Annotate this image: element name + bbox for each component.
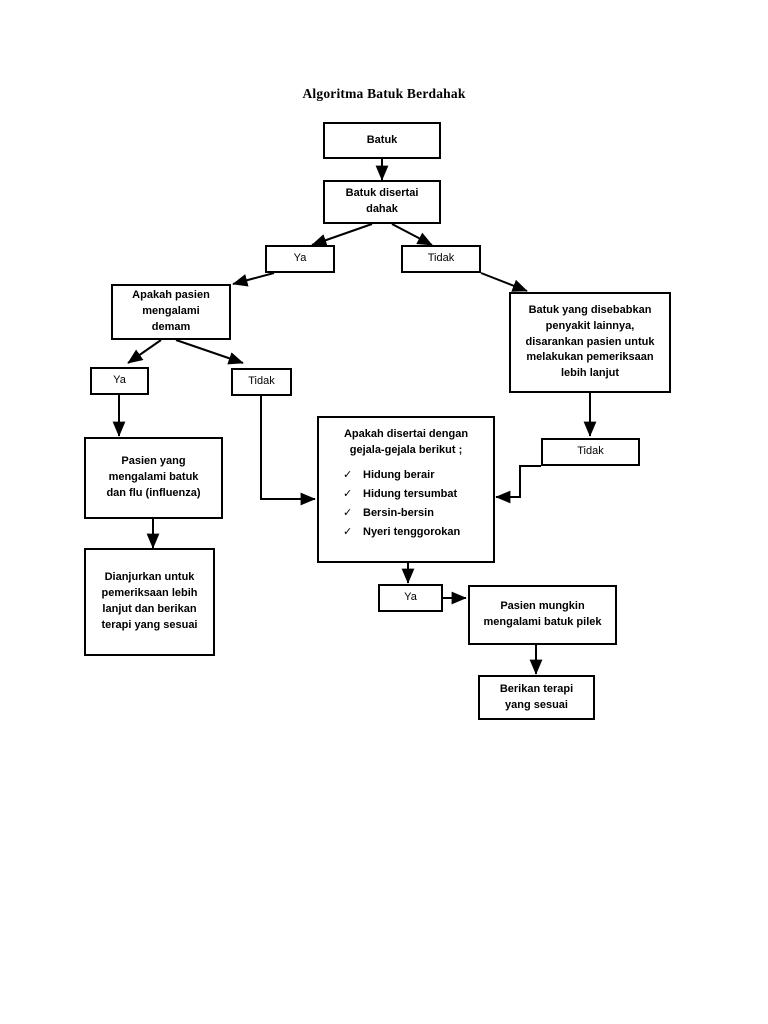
node-label-tidak-sputum[interactable]: Tidak <box>401 245 481 273</box>
node-other-line1: Batuk yang disebabkan <box>528 303 652 316</box>
edge-feverno-to-symptoms <box>260 396 316 506</box>
node-pasien-batuk-pilek[interactable]: Pasien mungkin mengalami batuk pilek <box>468 585 617 645</box>
node-influenza-line1: Pasien yang <box>121 455 186 468</box>
node-therapy-line2: yang sesuai <box>505 698 568 711</box>
list-item: ✓ Hidung berair <box>343 468 460 484</box>
node-label-ya-demam[interactable]: Ya <box>90 367 149 395</box>
edge-sputum-to-no <box>391 223 433 246</box>
node-fever-line2: mengalami <box>142 305 200 318</box>
node-berikan-terapi[interactable]: Berikan terapi yang sesuai <box>478 675 595 720</box>
node-other-line4: melakukan pemeriksaan <box>526 351 654 364</box>
node-symptoms-head-line1: Apakah disertai dengan <box>343 428 469 440</box>
page-title: Algoritma Batuk Berdahak <box>302 86 466 101</box>
node-pasien-batuk-flu[interactable]: Pasien yang mengalami batuk dan flu (inf… <box>84 437 223 519</box>
node-other-no-label: Tidak <box>577 445 604 458</box>
node-batuk[interactable]: Batuk <box>323 122 441 159</box>
check-icon: ✓ <box>343 506 353 519</box>
node-apakah-gejala-berikut[interactable]: Apakah disertai dengan gejala-gejala ber… <box>317 416 495 563</box>
node-recommend-line2: pemeriksaan lebih <box>101 587 198 600</box>
node-recommend-line3: lanjut dan berikan <box>102 603 197 615</box>
node-batuk-label: Batuk <box>366 133 398 146</box>
node-cold-line1: Pasien mungkin <box>500 600 585 613</box>
node-label-ya-sputum[interactable]: Ya <box>265 245 335 273</box>
edge-fever-to-yes <box>127 339 162 364</box>
node-label-ya-gejala[interactable]: Ya <box>378 584 443 612</box>
node-fever-no-label: Tidak <box>248 375 275 388</box>
symptom-list: ✓ Hidung berair ✓ Hidung tersumbat ✓ Ber… <box>343 468 460 544</box>
node-label-tidak-demam[interactable]: Tidak <box>231 368 292 396</box>
edge-sputum-to-yes <box>311 223 373 247</box>
node-label-tidak-penyakit-lain[interactable]: Tidak <box>541 438 640 466</box>
node-batuk-penyakit-lainnya[interactable]: Batuk yang disebabkan penyakit lainnya, … <box>509 292 671 393</box>
node-fever-line3: demam <box>151 320 191 333</box>
node-recommend-line1: Dianjurkan untuk <box>104 571 195 584</box>
node-symptoms-yes-label: Ya <box>404 591 417 604</box>
list-item: ✓ Nyeri tenggorokan <box>343 525 460 541</box>
symptom-label: Hidung berair <box>363 468 435 481</box>
node-influenza-line3: dan flu (influenza) <box>106 486 201 499</box>
node-symptoms-heading: Apakah disertai dengan gejala-gejala ber… <box>325 427 487 459</box>
edge-no-to-other <box>480 272 528 292</box>
symptom-label: Nyeri tenggorokan <box>363 525 461 538</box>
list-item: ✓ Hidung tersumbat <box>343 487 460 503</box>
symptom-label: Hidung tersumbat <box>363 487 458 500</box>
list-item: ✓ Bersin-bersin <box>343 506 460 522</box>
node-fever-yes-label: Ya <box>113 374 126 387</box>
node-other-line5: lebih lanjut <box>560 367 620 380</box>
node-recommend-line4: terapi yang sesuai <box>101 618 198 631</box>
node-sputum-no-label: Tidak <box>427 252 455 265</box>
check-icon: ✓ <box>343 487 353 500</box>
node-other-line2: penyakit lainnya, <box>545 319 635 332</box>
edge-yes-to-fever <box>232 272 275 287</box>
node-apakah-pasien-demam[interactable]: Apakah pasien mengalami demam <box>111 284 231 340</box>
node-dianjurkan-pemeriksaan[interactable]: Dianjurkan untuk pemeriksaan lebih lanju… <box>84 548 215 656</box>
node-batuk-disertai-dahak[interactable]: Batuk disertai dahak <box>323 180 441 224</box>
node-sputum-yes-label: Ya <box>293 252 307 265</box>
node-influenza-line2: mengalami batuk <box>108 471 199 484</box>
node-cold-line2: mengalami batuk pilek <box>483 616 602 628</box>
node-symptoms-head-line2: gejala-gejala berikut ; <box>349 443 463 456</box>
node-sputum-line1: Batuk disertai <box>345 187 419 200</box>
edge-fever-to-no <box>175 339 244 365</box>
node-fever-line1: Apakah pasien <box>132 289 210 302</box>
symptom-label: Bersin-bersin <box>363 506 434 519</box>
check-icon: ✓ <box>343 468 353 481</box>
check-icon: ✓ <box>343 525 353 538</box>
node-sputum-line2: dahak <box>366 203 398 215</box>
node-therapy-line1: Berikan terapi <box>499 682 574 695</box>
node-other-line3: disarankan pasien untuk <box>525 335 655 348</box>
edge-otherno-to-symptoms <box>495 465 541 504</box>
